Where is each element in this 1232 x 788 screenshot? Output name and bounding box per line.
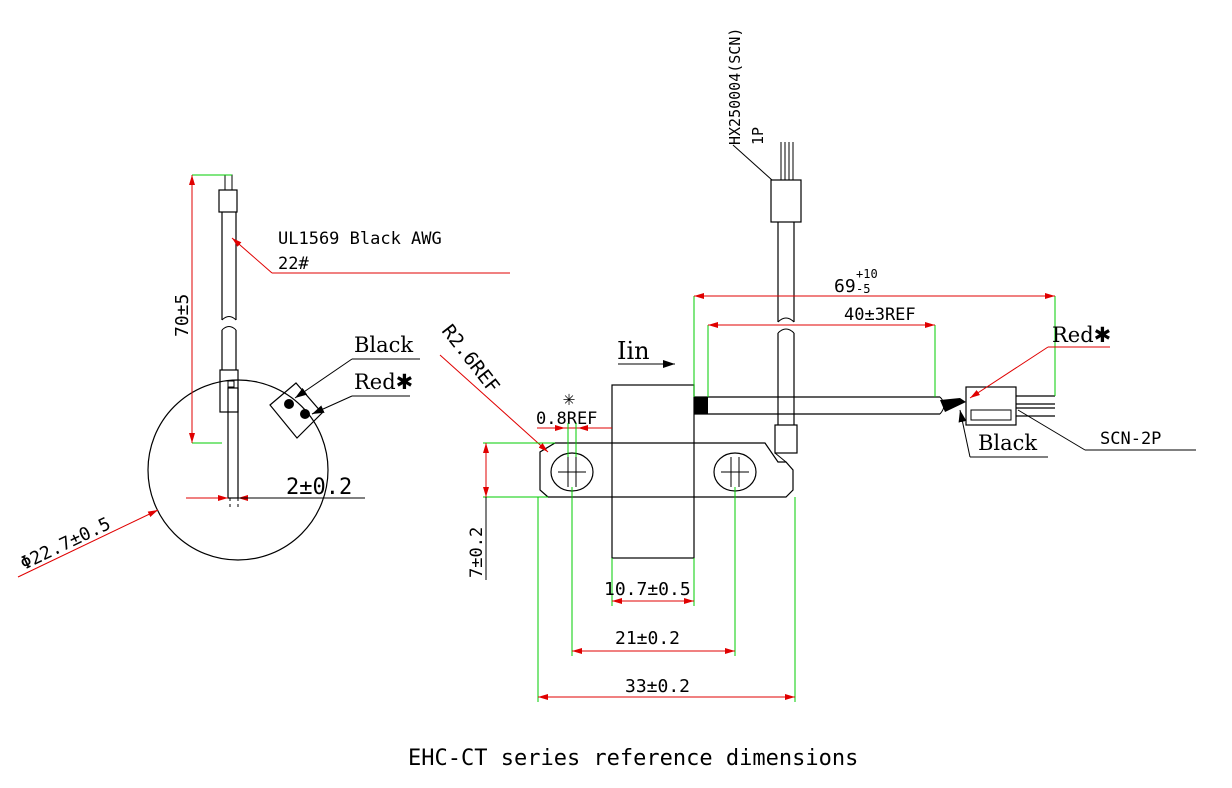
- side-label-black: Black: [354, 333, 413, 357]
- lead-clip: [269, 382, 323, 439]
- dim-lead-69-lower-tol: -5: [856, 282, 870, 296]
- dim-lead-40: 40±3REF: [844, 305, 916, 325]
- label-connector-pin: 1P: [749, 127, 767, 145]
- dim-slot-ref: 0.8REF: [536, 409, 597, 429]
- mounting-plate: [539, 442, 794, 498]
- hx-connector: [770, 179, 802, 223]
- asterisk-mark: ✳: [563, 386, 575, 410]
- vertical-cable: [770, 142, 802, 463]
- dim-core-width: 10.7±0.5: [604, 579, 691, 600]
- dim-hole-pitch: 21±0.2: [615, 628, 680, 649]
- label-plug: SCN-2P: [1100, 429, 1161, 449]
- ct-core: [611, 384, 695, 559]
- label-connector-part: HX250004(SCN): [726, 28, 744, 145]
- side-cable: [218, 174, 239, 510]
- dim-lead-69: 69: [834, 276, 856, 297]
- wire-spec-line1: UL1569 Black AWG: [278, 229, 442, 249]
- horizontal-cable: [694, 386, 1055, 426]
- dim-radius: R2.6REF: [437, 321, 504, 398]
- dim-total-width: 33±0.2: [625, 676, 690, 697]
- dim-length-70: 70±5: [172, 294, 193, 337]
- plug-body: [965, 386, 1017, 426]
- dim-diameter: Φ22.7±0.5: [17, 513, 114, 574]
- pin-terminal: [218, 189, 238, 213]
- side-view: Black Red✱ UL1569 Black AWG 22# 70±5 2±0…: [17, 174, 510, 578]
- dim-lead-69-upper-tol: +10: [856, 267, 878, 281]
- front-label-red: Red✱: [1052, 323, 1111, 347]
- mount-hole-right: [713, 452, 757, 492]
- red-lead-dot: [300, 409, 310, 419]
- dim-thickness: 2±0.2: [286, 475, 352, 500]
- dim-height: 7±0.2: [467, 527, 487, 578]
- label-current-in: Iin: [617, 337, 650, 365]
- side-label-red: Red✱: [354, 370, 413, 394]
- front-view: Iin R2.6REF ✳ 0.8REF 7±0.2 69 +10 -5 40±…: [437, 28, 1196, 702]
- figure-caption: EHC-CT series reference dimensions: [408, 746, 858, 771]
- black-lead-dot: [284, 399, 294, 409]
- front-label-black: Black: [978, 431, 1037, 455]
- wire-spec-line2: 22#: [278, 254, 309, 274]
- mount-hole-left: [550, 452, 594, 492]
